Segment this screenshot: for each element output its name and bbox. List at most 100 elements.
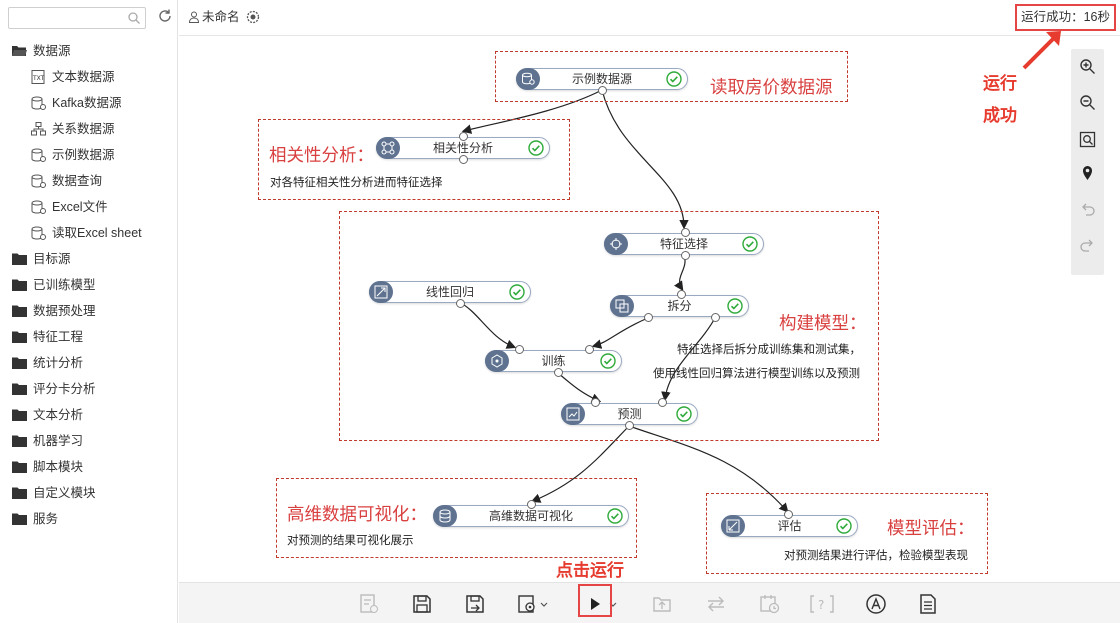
import-icon[interactable]	[651, 593, 673, 615]
tree-folder-label: 评分卡分析	[33, 382, 96, 396]
tree-folder-trained-models[interactable]: 已训练模型	[0, 272, 178, 298]
node-feature-selection[interactable]: 特征选择	[604, 228, 764, 260]
node-correlation[interactable]: 相关性分析	[376, 132, 550, 164]
folder-icon	[12, 383, 27, 395]
success-check-icon	[600, 353, 616, 369]
group-build-model-desc1: 特征选择后拆分成训练集和测试集，	[677, 344, 861, 356]
node-linear-regression[interactable]: 线性回归	[369, 281, 531, 308]
tree-folder-label: 数据预处理	[33, 304, 96, 318]
group-build-model-title: 构建模型：	[779, 313, 867, 333]
tree-folder-text-analysis[interactable]: 文本分析	[0, 402, 178, 428]
tree-folder-label: 数据源	[33, 44, 71, 58]
settings-icon[interactable]	[246, 10, 260, 24]
search-icon[interactable]	[127, 11, 141, 25]
search-input[interactable]	[8, 7, 146, 29]
node-sample-source[interactable]: 示例数据源	[516, 68, 688, 95]
fit-view-icon[interactable]	[1079, 131, 1096, 148]
save-as-icon[interactable]	[464, 593, 486, 615]
settings-dropdown-icon[interactable]	[517, 593, 551, 615]
annotation-click-run: 点击运行	[556, 561, 624, 580]
node-input-port[interactable]	[784, 510, 793, 519]
node-output-port[interactable]	[644, 313, 653, 322]
save-log-icon[interactable]	[358, 593, 380, 615]
node-output-port[interactable]	[681, 251, 690, 260]
edge-split-to-train	[591, 317, 649, 349]
tree-folder-data-source[interactable]: 数据源	[0, 38, 178, 64]
folder-icon	[12, 461, 27, 473]
redo-icon[interactable]	[1079, 237, 1096, 254]
node-train[interactable]: 训练	[485, 345, 622, 377]
node-output-port[interactable]	[625, 421, 634, 430]
node-split[interactable]: 拆分	[610, 290, 749, 322]
node-visualization[interactable]: 高维数据可视化	[433, 500, 629, 527]
node-input-port[interactable]	[527, 500, 536, 509]
font-icon[interactable]	[865, 593, 887, 615]
tree-item-relational-source[interactable]: 关系数据源	[0, 116, 178, 142]
locate-icon[interactable]	[1079, 164, 1096, 181]
tree-item-text-source[interactable]: TXT 文本数据源	[0, 64, 178, 90]
node-input-port[interactable]	[658, 398, 667, 407]
edge-predict-to-viz	[530, 425, 630, 503]
group-evaluation-desc: 对预测结果进行评估，检验模型表现	[784, 550, 968, 562]
database-icon	[516, 68, 540, 90]
node-input-port[interactable]	[591, 398, 600, 407]
tree-item-excel-sheet[interactable]: 读取Excel sheet	[0, 220, 178, 246]
node-label: 高维数据可视化	[488, 509, 573, 523]
node-output-port[interactable]	[459, 155, 468, 164]
tree-item-data-query[interactable]: 数据查询	[0, 168, 178, 194]
tree-folder-custom[interactable]: 自定义模块	[0, 480, 178, 506]
refresh-icon[interactable]	[157, 8, 173, 24]
annotation-arrow-icon	[1022, 31, 1061, 70]
success-check-icon	[727, 298, 743, 314]
tree-item-label: 关系数据源	[52, 122, 115, 136]
zoom-out-icon[interactable]	[1079, 94, 1096, 111]
module-tree: 数据源 TXT 文本数据源 Kafka数据源 关系数据源 示例数据源 数据查询	[0, 38, 178, 532]
folder-icon	[12, 357, 27, 369]
workflow-canvas[interactable]: 读取房价数据源 相关性分析： 对各特征相关性分析进而特征选择 构建模型： 特征选…	[179, 37, 1120, 582]
tree-folder-service[interactable]: 服务	[0, 506, 178, 532]
workflow-name[interactable]: 未命名	[189, 10, 240, 24]
tree-folder-label: 自定义模块	[33, 486, 96, 500]
tree-folder-scorecard[interactable]: 评分卡分析	[0, 376, 178, 402]
node-input-port[interactable]	[515, 345, 524, 354]
node-output-port[interactable]	[711, 313, 720, 322]
correlation-icon	[376, 137, 400, 159]
node-input-port[interactable]	[459, 132, 468, 141]
visualization-icon	[433, 505, 457, 527]
node-predict[interactable]: 预测	[561, 398, 698, 430]
tree-item-kafka-source[interactable]: Kafka数据源	[0, 90, 178, 116]
tree-folder-target-source[interactable]: 目标源	[0, 246, 178, 272]
undo-icon[interactable]	[1079, 201, 1096, 218]
tree-folder-script[interactable]: 脚本模块	[0, 454, 178, 480]
node-label: 线性回归	[425, 285, 474, 299]
group-build-model-desc2: 使用线性回归算法进行模型训练以及预测	[653, 368, 860, 380]
node-output-port[interactable]	[456, 299, 465, 308]
save-icon[interactable]	[411, 593, 433, 615]
zoom-in-icon[interactable]	[1079, 58, 1096, 75]
swap-icon[interactable]	[705, 593, 727, 615]
tree-folder-preprocessing[interactable]: 数据预处理	[0, 298, 178, 324]
folder-open-icon	[12, 46, 27, 56]
database-icon	[31, 174, 46, 188]
group-build-model	[339, 211, 879, 441]
folder-icon	[12, 513, 27, 525]
folder-icon	[12, 435, 27, 447]
document-icon[interactable]	[917, 593, 939, 615]
node-input-port[interactable]	[681, 228, 690, 237]
node-output-port[interactable]	[554, 368, 563, 377]
sidebar: 数据源 TXT 文本数据源 Kafka数据源 关系数据源 示例数据源 数据查询	[0, 0, 178, 623]
tree-folder-machine-learning[interactable]: 机器学习	[0, 428, 178, 454]
svg-text:TXT: TXT	[32, 75, 45, 82]
feature-select-icon	[604, 233, 628, 255]
node-input-port[interactable]	[585, 345, 594, 354]
help-icon[interactable]: ?	[809, 593, 835, 615]
tree-folder-statistics[interactable]: 统计分析	[0, 350, 178, 376]
node-output-port[interactable]	[598, 86, 607, 95]
tree-folder-label: 目标源	[33, 252, 71, 266]
schedule-icon[interactable]	[759, 593, 781, 615]
node-evaluate[interactable]: 评估	[721, 510, 858, 537]
tree-item-excel-file[interactable]: Excel文件	[0, 194, 178, 220]
tree-folder-feature-engineering[interactable]: 特征工程	[0, 324, 178, 350]
tree-item-sample-source[interactable]: 示例数据源	[0, 142, 178, 168]
node-input-port[interactable]	[677, 290, 686, 299]
